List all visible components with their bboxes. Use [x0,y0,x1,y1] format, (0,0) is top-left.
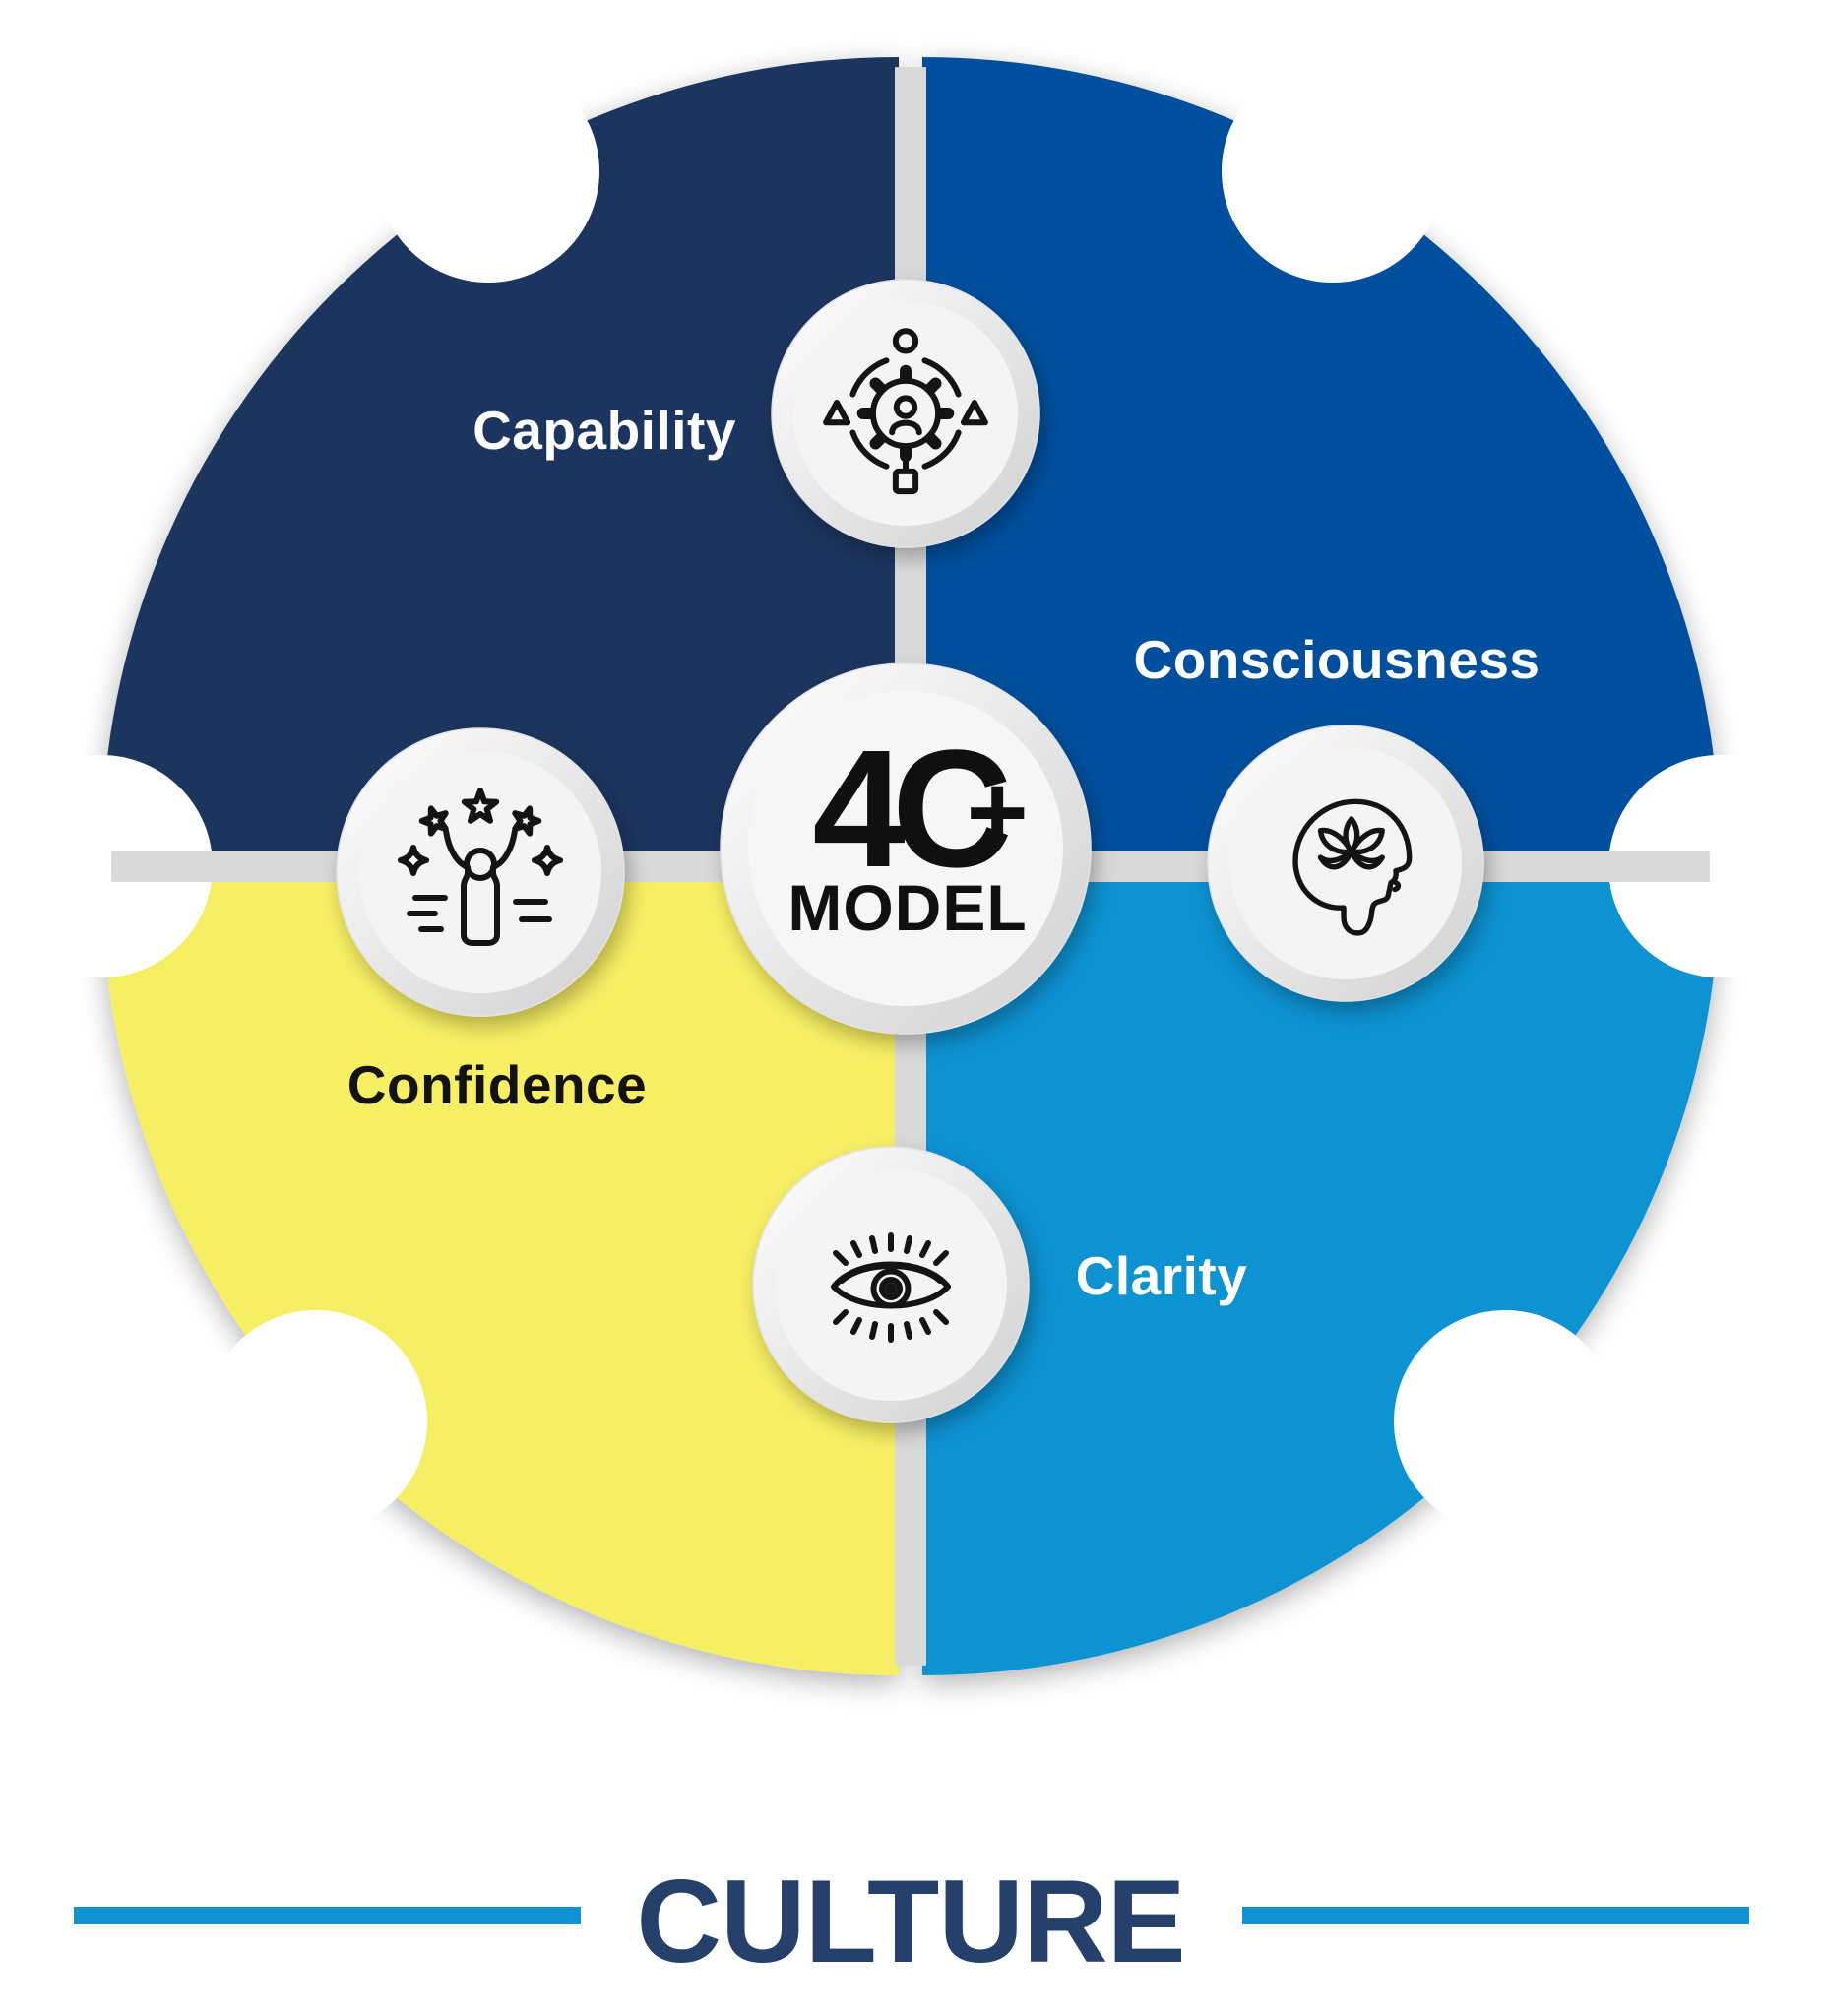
notch-bottom-left [205,1310,427,1533]
consciousness-label: Consciousness [1133,629,1541,690]
right-accent-bar [1242,1907,1749,1924]
confidence-icon-circle [336,727,625,1017]
notch-bottom-right [1394,1310,1616,1533]
left-accent-bar [74,1907,581,1924]
quadrant-capability [101,57,899,854]
quadrant-confidence [101,878,899,1675]
quadrant-clarity [922,878,1720,1675]
4c-wheel [0,57,1824,1675]
capability-process-icon [823,328,988,495]
culture-title: CULTURE [636,1856,1185,1987]
notch-top-right [1222,60,1444,283]
notch-left [0,755,213,977]
confidence-label: Confidence [346,1054,648,1115]
center-badge-circle [720,662,1092,1035]
logo-digit: 4 [812,716,905,903]
logo-plus: + [966,752,1029,872]
wheel-notches [0,60,1824,1533]
quadrant-consciousness [922,57,1720,854]
mindfulness-head-icon [1292,798,1413,936]
notch-top-left [377,60,599,283]
notch-right [1608,755,1824,977]
logo-letter: C [891,716,1013,903]
eye-icon [831,1232,951,1343]
celebration-person-icon [398,788,563,946]
clarity-label: Clarity [1075,1245,1248,1306]
center-model-badge: 4C + [812,725,1028,893]
logo-model-text: MODEL [787,871,1028,944]
capability-label: Capability [472,400,736,461]
